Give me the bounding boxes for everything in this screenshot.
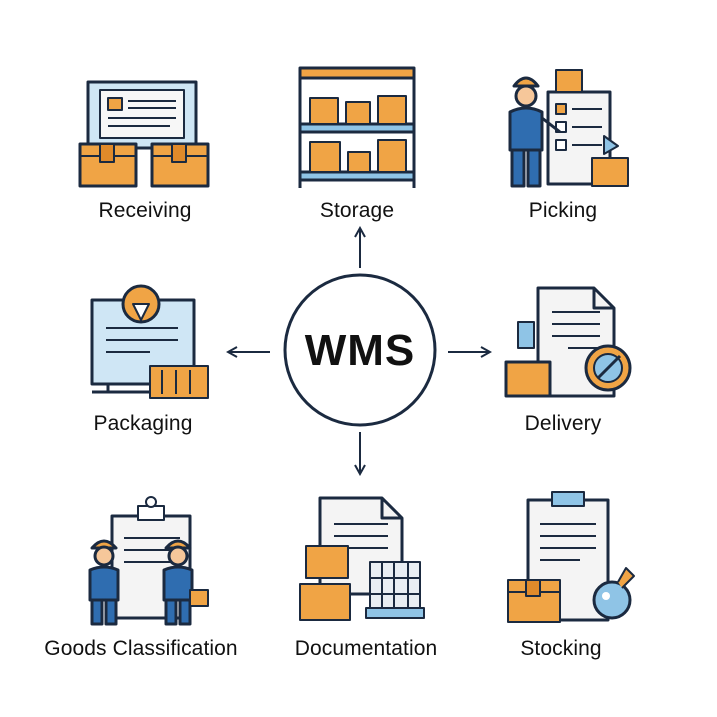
center-label: WMS bbox=[304, 326, 416, 375]
delivery-document-icon bbox=[504, 286, 632, 398]
node-label-picking: Picking bbox=[528, 199, 598, 222]
node-label-storage: Storage bbox=[319, 199, 395, 222]
node-label-packaging: Packaging bbox=[93, 412, 193, 435]
packaging-monitor-icon bbox=[90, 284, 209, 399]
node-label-stocking: Stocking bbox=[520, 637, 602, 660]
node-label-receiving: Receiving bbox=[98, 199, 192, 222]
storage-shelf-icon bbox=[298, 66, 416, 188]
center-circle bbox=[283, 273, 437, 427]
receiving-board-boxes-icon bbox=[78, 80, 210, 188]
clipboard-lightbulb-icon bbox=[507, 491, 635, 623]
node-label-delivery: Delivery bbox=[524, 412, 602, 435]
two-workers-clipboard-icon bbox=[88, 496, 209, 626]
picking-worker-checklist-icon bbox=[508, 69, 629, 188]
node-label-goods-classification: Goods Classification bbox=[44, 637, 238, 660]
node-label-documentation: Documentation bbox=[294, 637, 438, 660]
documents-pallet-icon bbox=[299, 496, 425, 621]
